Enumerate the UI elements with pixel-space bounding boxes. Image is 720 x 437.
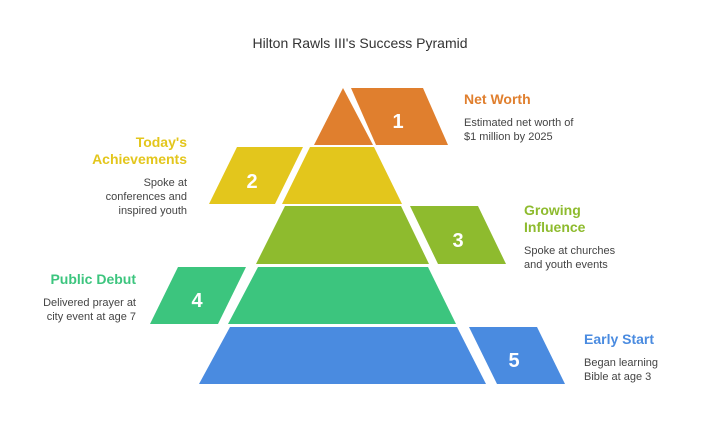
level-description-2: Spoke at conferences and inspired youth — [105, 177, 187, 217]
number-plate-4 — [150, 267, 246, 324]
number-plate-2 — [209, 147, 303, 204]
level-heading-4: Public Debut — [50, 271, 136, 287]
level-heading-5: Early Start — [584, 331, 655, 347]
level-heading-1: Net Worth — [464, 91, 531, 107]
level-number-2: 2 — [246, 171, 257, 193]
diagram-title: Hilton Rawls III's Success Pyramid — [252, 35, 468, 51]
pyramid-tier-4 — [228, 267, 456, 324]
pyramid-tier-1 — [314, 88, 373, 145]
annotation-public-debut: Public Debut Delivered prayer at city ev… — [30, 271, 136, 324]
level-description-4: Delivered prayer at city event at age 7 — [43, 297, 136, 323]
pyramid-tier-2 — [282, 147, 402, 204]
level-number-3: 3 — [452, 230, 463, 252]
pyramid-tier-3 — [256, 206, 429, 264]
level-number-4: 4 — [191, 290, 203, 312]
pyramid-tier-5 — [199, 327, 486, 384]
level-description-5: Began learning Bible at age 3 — [584, 357, 659, 383]
number-plate-5 — [469, 327, 565, 384]
level-number-5: 5 — [508, 350, 519, 372]
level-number-1: 1 — [392, 111, 403, 133]
annotation-growing-influence: Growing Influence Spoke at churches and … — [524, 202, 664, 272]
level-heading-3: Growing Influence — [524, 202, 586, 235]
level-heading-2: Today's Achievements — [92, 134, 187, 167]
level-description-3: Spoke at churches and youth events — [524, 245, 616, 271]
annotation-todays-achievements: Today's Achievements Spoke at conference… — [60, 134, 187, 218]
number-plate-1 — [351, 88, 448, 145]
number-plate-3 — [410, 206, 506, 264]
annotation-net-worth: Net Worth Estimated net worth of $1 mill… — [464, 91, 664, 144]
level-description-1: Estimated net worth of $1 million by 202… — [464, 117, 574, 143]
annotation-early-start: Early Start Began learning Bible at age … — [584, 331, 694, 384]
